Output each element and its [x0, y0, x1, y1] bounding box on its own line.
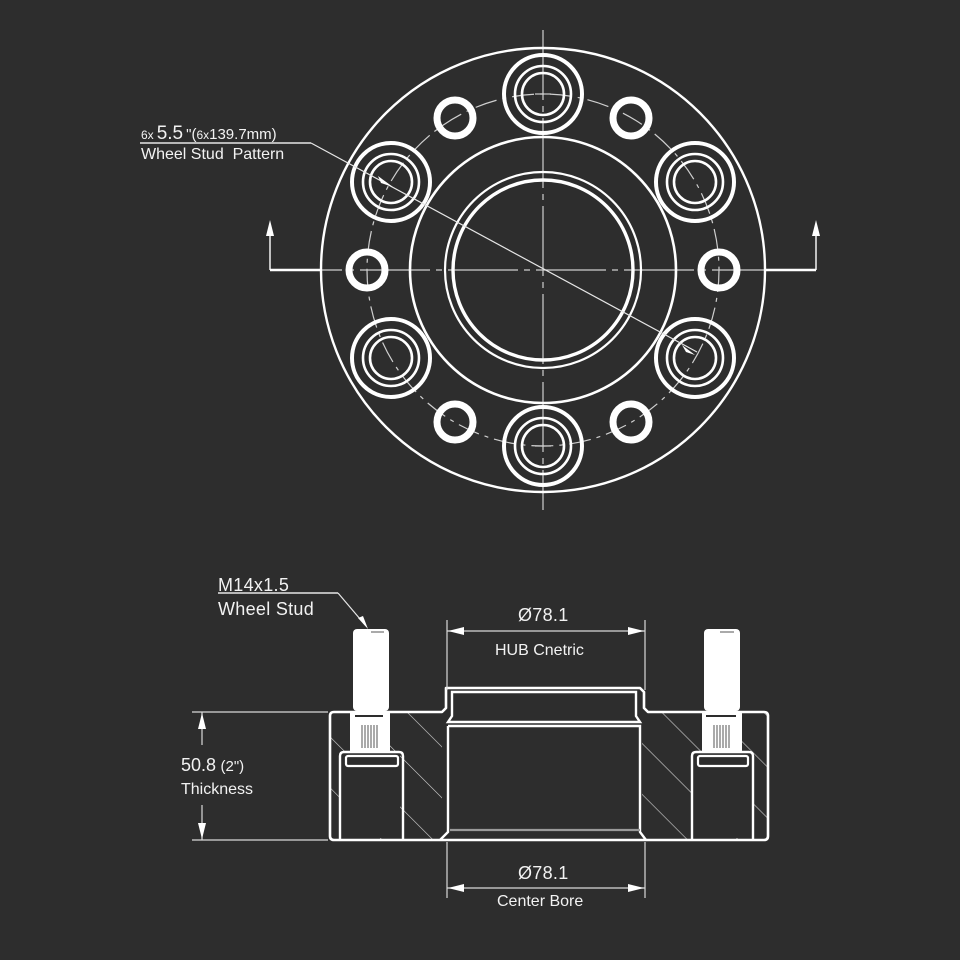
relief-hole-left — [345, 248, 389, 292]
hub-pilot — [445, 690, 643, 724]
right-wheel-stud — [702, 629, 742, 751]
paren-close: ) — [271, 126, 277, 143]
center-bore-inner — [451, 178, 635, 362]
stud-hole-upper-left — [350, 141, 432, 223]
relief-hole-top-left — [433, 96, 477, 140]
bore-diameter-value: Ø78.1 — [518, 863, 569, 883]
spacer-body-outline — [328, 686, 770, 842]
center-bore-outer — [443, 170, 643, 370]
stud-hole-lower-right — [654, 317, 736, 399]
bore-diameter-caption: Center Bore — [497, 893, 584, 910]
thickness-value-label: 50.8 (2") — [181, 756, 244, 775]
hub-diameter-caption: HUB Cnetric — [495, 642, 584, 659]
section-view — [192, 592, 770, 898]
front-view — [140, 30, 820, 510]
stud-callout-leader — [218, 592, 368, 629]
bolt-pattern-metric-count: 6x — [196, 128, 210, 142]
bolt-pattern-leader — [140, 142, 698, 355]
bore-dimension-line — [446, 842, 646, 898]
bolt-pattern-caption: Wheel Stud Pattern — [141, 146, 285, 163]
stud-hole-top — [502, 53, 584, 135]
bolt-pattern-count: 6x — [141, 128, 154, 142]
right-stud-pocket — [690, 750, 755, 840]
relief-hole-bottom-right — [609, 400, 653, 444]
hub-ring-circle — [408, 135, 678, 405]
left-stud-pocket — [338, 750, 405, 840]
relief-holes — [345, 96, 741, 444]
paren-open: ( — [191, 126, 197, 143]
center-lines — [272, 30, 815, 510]
stud-caption-label: Wheel Stud — [218, 599, 315, 619]
hub-dimension-line — [446, 620, 646, 690]
right-section-arrow — [765, 220, 820, 272]
hub-diameter-value: Ø78.1 — [518, 605, 569, 625]
stud-hole-lower-left — [350, 317, 432, 399]
stud-holes — [350, 53, 736, 487]
left-wheel-stud — [350, 629, 390, 751]
bolt-pattern-inches: 5.5 — [156, 123, 184, 144]
thickness-mm: 50.8 — [181, 755, 217, 775]
relief-hole-top-right — [609, 96, 653, 140]
thickness-inch: (2") — [220, 758, 245, 775]
relief-hole-right — [697, 248, 741, 292]
stud-hole-upper-right — [654, 141, 736, 223]
thickness-caption: Thickness — [181, 781, 254, 798]
stud-size-label: M14x1.5 — [218, 575, 290, 595]
thickness-dimension-line — [192, 711, 328, 841]
bolt-pattern-metric: 139.7mm — [209, 126, 272, 143]
relief-hole-bottom-left — [433, 400, 477, 444]
center-bore-section — [439, 724, 647, 841]
stud-hole-bottom — [502, 405, 584, 487]
inch-mark: " — [186, 126, 192, 143]
left-section-arrow — [266, 220, 322, 272]
